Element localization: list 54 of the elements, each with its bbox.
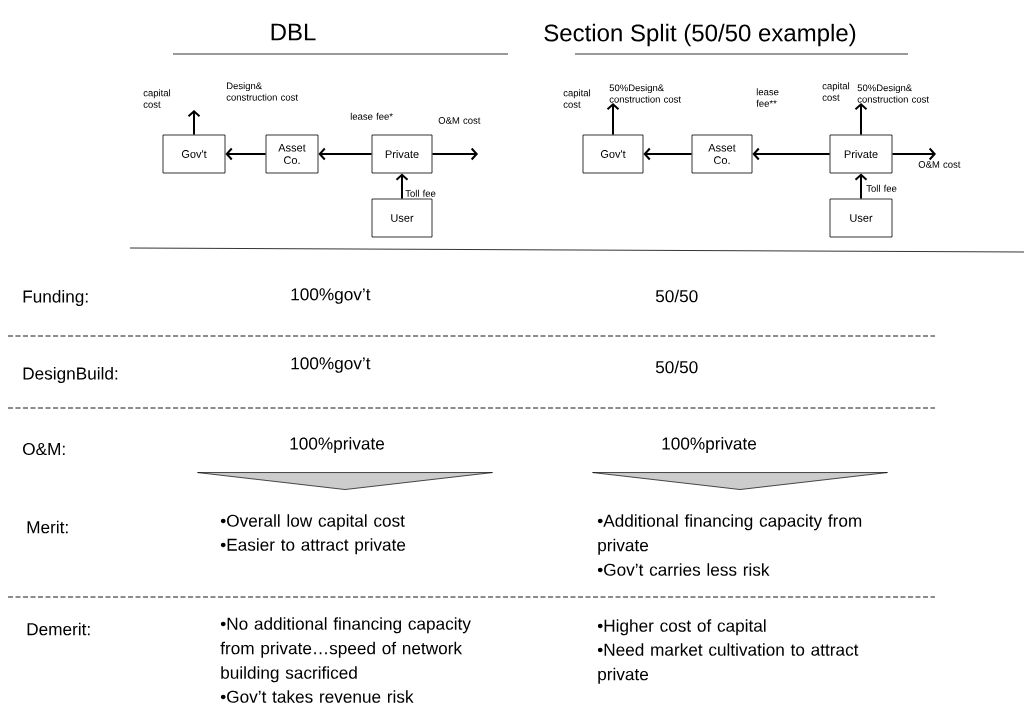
arrow: [606, 102, 620, 136]
table-text: •Additional financing capacity from private: [597, 514, 862, 555]
edge-label: lease fee*: [350, 112, 393, 120]
table-text: •Higher cost of capital: [597, 619, 766, 636]
table-text: •Need market cultivation to attract private: [597, 643, 859, 684]
arrow: [187, 110, 201, 136]
table-text: •Overall low capital cost: [220, 514, 405, 531]
table-text: •No additional financing capacity from private…speed of network building sacrificed: [220, 617, 471, 683]
table-text: Funding:: [23, 290, 88, 307]
arrow: [225, 147, 267, 161]
edge-label: O&M cost: [918, 161, 961, 168]
down-triangle: [592, 472, 888, 490]
arrow: [891, 147, 936, 161]
table-text: 100%gov’t: [291, 357, 371, 373]
entity-box: Asset Co.: [691, 134, 753, 174]
entity-box: Private: [829, 134, 893, 174]
edge-label: Toll fee: [866, 184, 897, 192]
table-text: DesignBuild:: [23, 367, 118, 384]
table-text: 100%private: [290, 437, 385, 454]
down-triangle: [197, 472, 493, 490]
arrow: [318, 147, 373, 161]
cost-label: 50%Design& construction cost: [857, 84, 929, 103]
entity-box: Gov't: [582, 134, 644, 174]
table-text: •Easier to attract private: [220, 538, 406, 555]
heading: Section Split (50/50 example): [544, 23, 856, 47]
table-text: Demerit:: [27, 622, 90, 636]
edge-label: O&M cost: [438, 117, 481, 124]
edge-label: capital cost: [563, 89, 591, 108]
edge-label: Toll fee: [405, 189, 436, 197]
entity-box: User: [371, 198, 433, 238]
arrow: [643, 147, 693, 161]
arrow: [431, 147, 478, 161]
entity-box: Asset Co.: [265, 134, 319, 174]
cost-label: Design& construction cost: [226, 82, 298, 101]
edge-label: capital cost: [143, 89, 171, 108]
table-text: Merit:: [27, 520, 68, 534]
table-text: •Gov’t takes revenue risk: [220, 690, 414, 703]
entity-box: Private: [371, 134, 433, 174]
table-text: 100%private: [662, 437, 757, 454]
entity-box: Gov't: [162, 134, 226, 174]
cost-label: 50%Design& construction cost: [609, 84, 681, 103]
arrow: [854, 173, 868, 200]
table-text: 100%gov’t: [291, 288, 371, 304]
edge-label: capital cost: [822, 82, 850, 101]
edge-label: lease fee**: [756, 88, 779, 107]
table-text: 50/50: [655, 289, 698, 303]
table-text: 50/50: [655, 360, 698, 374]
heading: DBL: [271, 23, 316, 41]
entity-box: User: [829, 198, 893, 238]
arrow: [752, 147, 831, 161]
table-text: O&M:: [23, 442, 65, 456]
table-text: •Gov’t carries less risk: [597, 563, 770, 576]
arrow: [854, 102, 868, 136]
arrow: [395, 173, 409, 200]
